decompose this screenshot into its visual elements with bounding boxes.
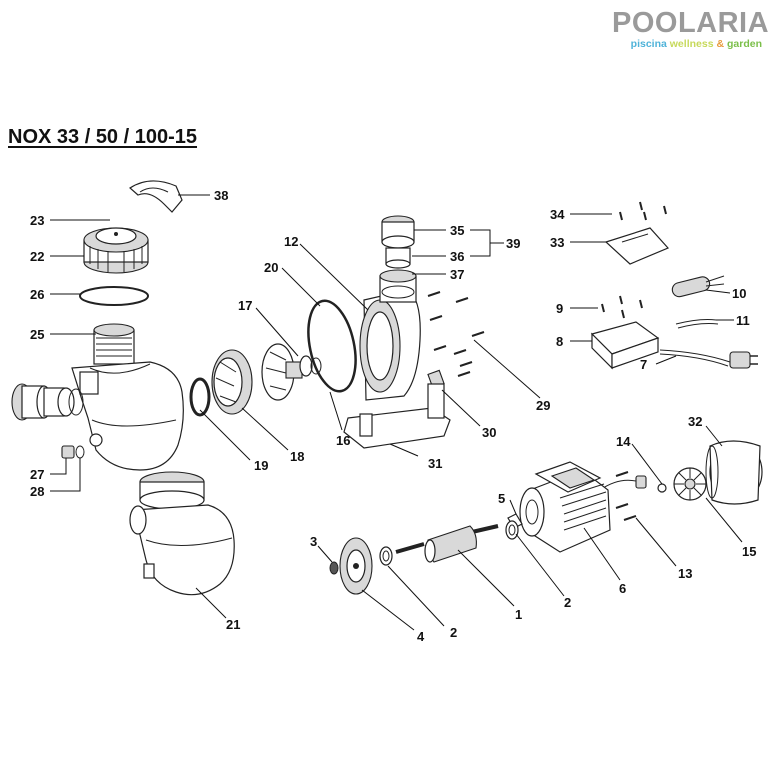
callout-label: 18	[290, 449, 304, 464]
part-21-strainer-assembly	[129, 471, 235, 596]
callout-label: 2	[564, 595, 571, 610]
logo-brand-text: POOLARIA	[612, 7, 770, 39]
callout-label: 16	[336, 433, 350, 448]
part-14-clip	[599, 475, 667, 493]
callout-label: 19	[254, 458, 268, 473]
part-18-diffuser	[211, 349, 253, 415]
part-2-bearing-left	[379, 546, 393, 566]
part-1-rotor	[395, 524, 499, 563]
callout-label: 22	[30, 249, 44, 264]
part-7-cable	[659, 349, 758, 369]
callout-label: 37	[450, 267, 464, 282]
part-26-oring	[79, 286, 149, 306]
callout-label: 35	[450, 223, 464, 238]
callout-label: 2	[450, 625, 457, 640]
callout-label: 33	[550, 235, 564, 250]
callout-label: 17	[238, 298, 252, 313]
part-38-clip	[129, 180, 183, 213]
callout-label: 32	[688, 414, 702, 429]
part-13-screws	[615, 471, 637, 521]
callout-label: 38	[214, 188, 228, 203]
logo-tagline-word: piscina	[630, 38, 667, 50]
part-16-17-impeller	[261, 343, 322, 401]
callout-label: 5	[498, 491, 505, 506]
callout-label: 34	[550, 207, 565, 222]
callout-label: 23	[30, 213, 44, 228]
callout-label: 30	[482, 425, 496, 440]
pump-strainer-body	[11, 361, 184, 471]
part-22-23-lid	[83, 227, 149, 274]
part-32-fan-cover	[705, 440, 763, 505]
part-15-fan	[673, 467, 707, 501]
logo-tagline: piscina wellness & garden	[612, 38, 762, 50]
diagram-title: NOX 33 / 50 / 100-15	[8, 126, 198, 148]
callout-label: 28	[30, 484, 44, 499]
part-25-basket	[93, 323, 135, 365]
logo-tagline-word: &	[716, 38, 725, 50]
part-35-36-37-union	[381, 215, 415, 299]
part-10-capacitor	[671, 275, 725, 298]
callout-label: 25	[30, 327, 44, 342]
callout-label: 8	[556, 334, 563, 349]
callout-label: 31	[428, 456, 442, 471]
logo-tagline-word: garden	[726, 38, 762, 50]
callout-label: 15	[742, 544, 756, 559]
brand-logo: POOLARIA piscina wellness & garden	[612, 7, 770, 52]
callout-label: 9	[556, 301, 563, 316]
callout-label: 10	[732, 286, 746, 301]
part-2-bearing-right	[505, 520, 519, 540]
part-33-34-cover	[604, 201, 670, 265]
callout-label: 1	[515, 607, 522, 622]
callout-label: 39	[506, 236, 520, 251]
part-8-9-terminal-box	[590, 295, 660, 370]
callout-label: 27	[30, 467, 44, 482]
part-6-motor	[519, 461, 611, 553]
part-29-screws	[427, 291, 485, 377]
callout-label: 3	[310, 534, 317, 549]
callout-labels: 1 2 2 3 4 5 6 7 8 9 10 11 12 13 14 15 16…	[30, 188, 756, 644]
callout-label: 6	[619, 581, 626, 596]
leader-lines	[50, 194, 743, 631]
callout-label: 12	[284, 234, 298, 249]
part-4-flange	[339, 537, 373, 595]
callout-label: 20	[264, 260, 278, 275]
part-3-seal	[329, 561, 339, 575]
part-27-28-plug	[61, 445, 85, 459]
part-12-housing	[359, 269, 421, 401]
part-19-oring	[189, 377, 211, 417]
callout-label: 7	[640, 357, 647, 372]
callout-label: 4	[417, 629, 425, 644]
part-20-oring	[307, 299, 357, 393]
callout-label: 21	[226, 617, 240, 632]
callout-label: 29	[536, 398, 550, 413]
callout-label: 36	[450, 249, 464, 264]
callout-label: 13	[678, 566, 692, 581]
part-11-wires	[675, 319, 719, 329]
logo-tagline-word: wellness	[669, 38, 714, 50]
callout-label: 26	[30, 287, 44, 302]
callout-label: 14	[616, 434, 631, 449]
part-31-base	[343, 383, 451, 449]
callout-label: 11	[736, 313, 750, 328]
